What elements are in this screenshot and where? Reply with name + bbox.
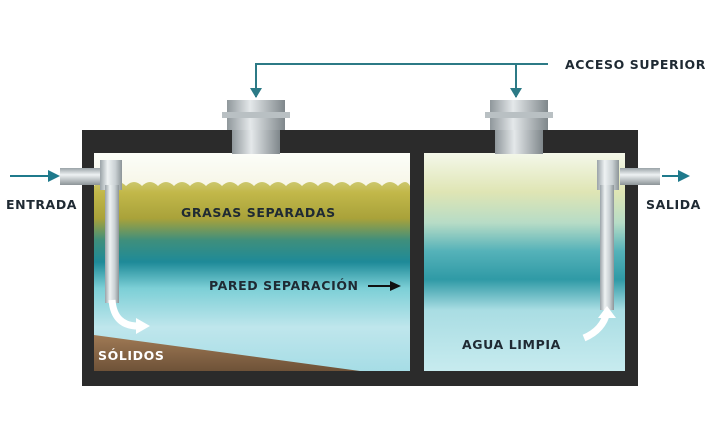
access-cap-right (485, 100, 553, 154)
label-wall: PARED SEPARACIÓN (209, 278, 359, 293)
label-top-access: ACCESO SUPERIOR (565, 57, 706, 72)
label-grease: GRASAS SEPARADAS (181, 205, 336, 220)
label-inlet: ENTRADA (6, 197, 78, 212)
label-solids: SÓLIDOS (98, 348, 165, 363)
label-outlet: SALIDA (646, 197, 701, 212)
arrow-right-icon (136, 318, 150, 334)
arrow-down-icon (250, 88, 262, 98)
sludge-layer (94, 335, 360, 371)
separation-wall (410, 153, 423, 346)
inlet-pipe (60, 160, 150, 334)
left-chamber-water (94, 153, 410, 371)
arrow-up-icon (598, 306, 616, 318)
inlet-arrow (48, 170, 60, 182)
access-cap-left (222, 100, 290, 154)
outlet-arrow (678, 170, 690, 182)
wall-pointer-arrow (390, 281, 401, 291)
arrow-down-icon (510, 88, 522, 98)
access-connector-line (255, 63, 548, 97)
foam-surface (94, 153, 410, 186)
outlet-pipe (582, 160, 660, 342)
label-clean-water: AGUA LIMPIA (462, 337, 561, 352)
